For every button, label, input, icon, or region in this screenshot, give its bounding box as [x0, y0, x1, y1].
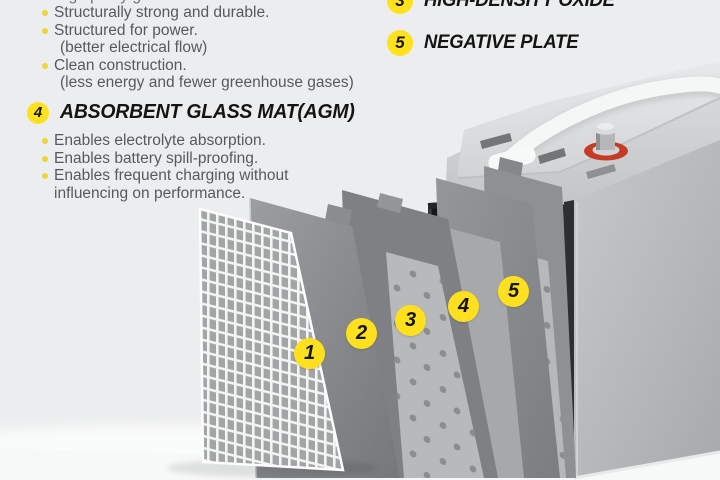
list-item-text: Enables battery spill-proofing. [54, 149, 259, 167]
list-item: Clean construction. [42, 57, 354, 75]
legend-negative-plate: 5 NEGATIVE PLATE [387, 30, 583, 56]
legend-number-badge: 5 [387, 30, 413, 56]
list-item: Structurally strong and durable. [42, 4, 354, 22]
list-item: (less energy and fewer greenhouse gases) [48, 74, 354, 92]
list-item: Structured for power. [42, 22, 354, 40]
list-item-text: (less energy and fewer greenhouse gases) [60, 74, 354, 91]
plate-1-grid [167, 207, 377, 477]
legend-label: HIGH-DENSITY OXIDE [424, 0, 615, 11]
list-item: (better electrical flow) [48, 39, 354, 57]
callout-2: 2 [346, 318, 377, 349]
bullet-dot-icon [42, 138, 48, 144]
list-item: Enables frequent charging without influe… [42, 167, 304, 202]
list-item: Enables battery spill-proofing. [42, 150, 304, 168]
clipped-top-line-text: High purity grid [54, 0, 354, 4]
bullet-dot-icon [42, 10, 48, 16]
agm-feature-list: Enables electrolyte absorption. Enables … [42, 132, 304, 202]
list-item-text: Structured for power. [54, 21, 198, 39]
bullet-dot-icon [42, 27, 48, 34]
bullet-dot-icon [42, 155, 48, 162]
battery-side-face [574, 140, 720, 478]
terminal-knob [597, 122, 614, 131]
list-item-text: Enables electrolyte absorption. [54, 132, 266, 149]
handle-strap [497, 76, 720, 171]
list-item-text: Clean construction. [54, 56, 187, 74]
callout-3: 3 [395, 305, 426, 336]
clipped-top-line: High purity grid [54, 0, 354, 4]
list-item: Enables electrolyte absorption. [42, 132, 304, 150]
legend-high-density-oxide: 3 HIGH-DENSITY OXIDE [387, 0, 621, 14]
list-item-text: Enables frequent charging without influe… [54, 167, 289, 202]
terminal-post [596, 130, 615, 150]
lid-vent-slot-3 [586, 164, 616, 179]
terminal-post-shade [596, 130, 600, 150]
list-item-text: (better electrical flow) [60, 39, 208, 56]
list-item-text: Structurally strong and durable. [54, 4, 270, 21]
battery-bottom-edge [573, 450, 720, 480]
top-feature-list: High purity grid Structurally strong and… [42, 0, 354, 92]
callout-1: 1 [294, 338, 325, 369]
agm-number-badge: 4 [27, 101, 49, 124]
legend-label: NEGATIVE PLATE [424, 32, 579, 53]
lid-vent-slot-1 [480, 133, 512, 149]
bullet-dot-icon [42, 62, 48, 69]
callout-5: 5 [498, 276, 529, 307]
lid-vent-slot-2 [538, 148, 566, 164]
legend-number-badge: 3 [387, 0, 413, 14]
callout-4: 4 [448, 291, 479, 322]
agm-heading: 4 ABSORBENT GLASS MAT(AGM) [27, 101, 364, 124]
agm-title: ABSORBENT GLASS MAT(AGM) [60, 101, 355, 123]
bullet-dot-icon [42, 173, 48, 179]
